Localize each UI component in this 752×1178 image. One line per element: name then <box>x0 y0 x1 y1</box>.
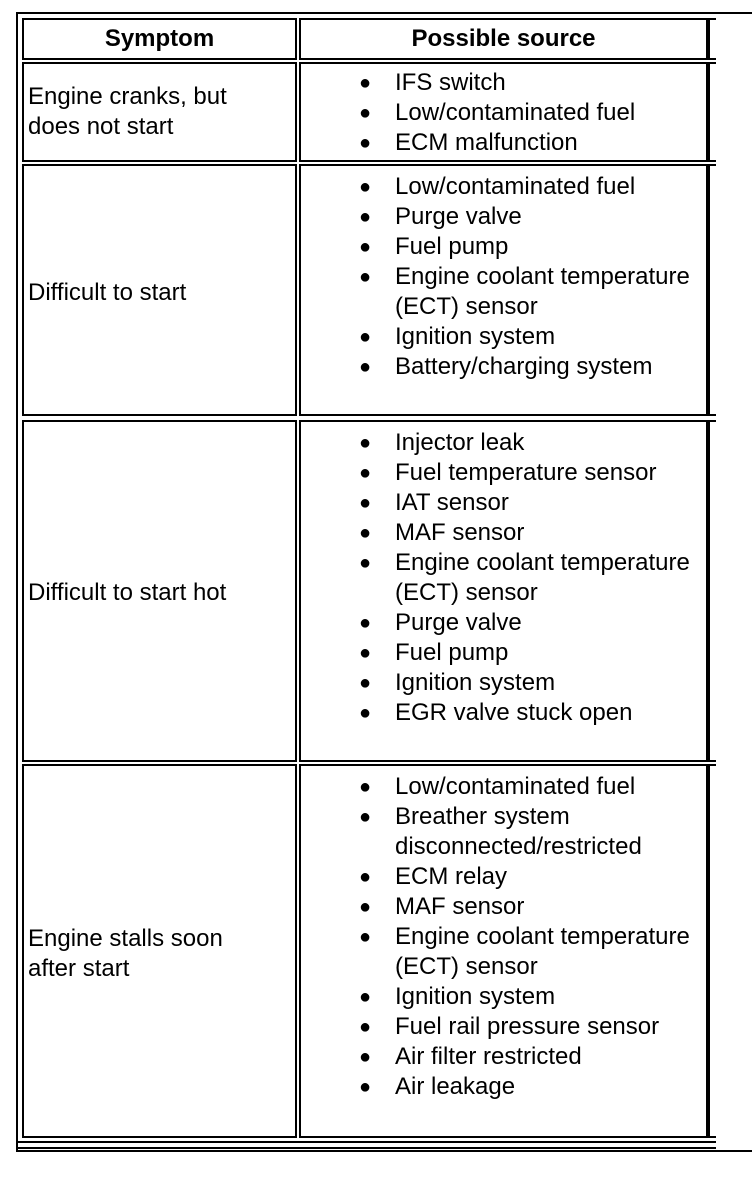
list-item: Ignition system <box>301 668 706 698</box>
symptom-text: Engine stalls soon after start <box>28 924 223 984</box>
list-item: IFS switch <box>301 68 706 98</box>
table-bottom-rule <box>18 1141 716 1149</box>
source-list: Low/contaminated fuel Breather system di… <box>301 772 706 1102</box>
symptom-line: Difficult to start hot <box>28 579 227 606</box>
table-row-4-source-cell: Low/contaminated fuel Breather system di… <box>299 764 708 1138</box>
table-row-2-symptom-cell: Difficult to start <box>22 164 297 416</box>
list-item: Fuel pump <box>301 232 706 262</box>
list-item: Ignition system <box>301 322 706 352</box>
row-2-right-edge <box>708 164 716 416</box>
list-item: Engine coolant temperature (ECT) sensor <box>301 262 706 322</box>
list-item: Low/contaminated fuel <box>301 772 706 802</box>
table-row-1-symptom-cell: Engine cranks, but does not start <box>22 62 297 162</box>
header-right-edge <box>708 18 716 60</box>
list-item: MAF sensor <box>301 892 706 922</box>
table-frame <box>16 12 752 1152</box>
list-item: Fuel pump <box>301 638 706 668</box>
row-1-right-edge <box>708 62 716 162</box>
table-row-3-symptom-cell: Difficult to start hot <box>22 420 297 762</box>
symptom-line: Engine stalls soon <box>28 925 223 952</box>
row-3-right-edge <box>708 420 716 762</box>
list-item: Air filter restricted <box>301 1042 706 1072</box>
table-row-3-source-cell: Injector leak Fuel temperature sensor IA… <box>299 420 708 762</box>
table-row-4-symptom-cell: Engine stalls soon after start <box>22 764 297 1138</box>
list-item: Engine coolant temperature (ECT) sensor <box>301 548 706 608</box>
list-item: Fuel rail pressure sensor <box>301 1012 706 1042</box>
list-item: Ignition system <box>301 982 706 1012</box>
list-item: MAF sensor <box>301 518 706 548</box>
row-4-right-edge <box>708 764 716 1138</box>
list-item: EGR valve stuck open <box>301 698 706 728</box>
symptom-line: Difficult to start <box>28 279 187 306</box>
symptom-line: Engine cranks, but <box>28 83 227 110</box>
list-item: Engine coolant temperature (ECT) sensor <box>301 922 706 982</box>
source-list: Injector leak Fuel temperature sensor IA… <box>301 428 706 728</box>
table-row-2-source-cell: Low/contaminated fuel Purge valve Fuel p… <box>299 164 708 416</box>
table-row-1-source-cell: IFS switch Low/contaminated fuel ECM mal… <box>299 62 708 162</box>
list-item: Air leakage <box>301 1072 706 1102</box>
list-item: Injector leak <box>301 428 706 458</box>
list-item: ECM malfunction <box>301 128 706 158</box>
header-symptom: Symptom <box>22 18 297 60</box>
symptom-line: does not start <box>28 113 174 140</box>
symptom-line: after start <box>28 955 130 982</box>
symptom-text: Difficult to start hot <box>28 578 226 608</box>
header-source-label: Possible source <box>411 25 596 52</box>
list-item: Purge valve <box>301 608 706 638</box>
symptom-text: Difficult to start <box>28 278 186 308</box>
list-item: Low/contaminated fuel <box>301 98 706 128</box>
source-list: Low/contaminated fuel Purge valve Fuel p… <box>301 172 706 382</box>
list-item: Purge valve <box>301 202 706 232</box>
header-possible-source: Possible source <box>299 18 708 60</box>
source-list: IFS switch Low/contaminated fuel ECM mal… <box>301 68 706 158</box>
list-item: Fuel temperature sensor <box>301 458 706 488</box>
list-item: ECM relay <box>301 862 706 892</box>
list-item: Battery/charging system <box>301 352 706 382</box>
list-item: IAT sensor <box>301 488 706 518</box>
list-item: Breather system disconnected/restricted <box>301 802 706 862</box>
header-symptom-label: Symptom <box>104 25 215 52</box>
symptom-text: Engine cranks, but does not start <box>28 82 227 142</box>
list-item: Low/contaminated fuel <box>301 172 706 202</box>
